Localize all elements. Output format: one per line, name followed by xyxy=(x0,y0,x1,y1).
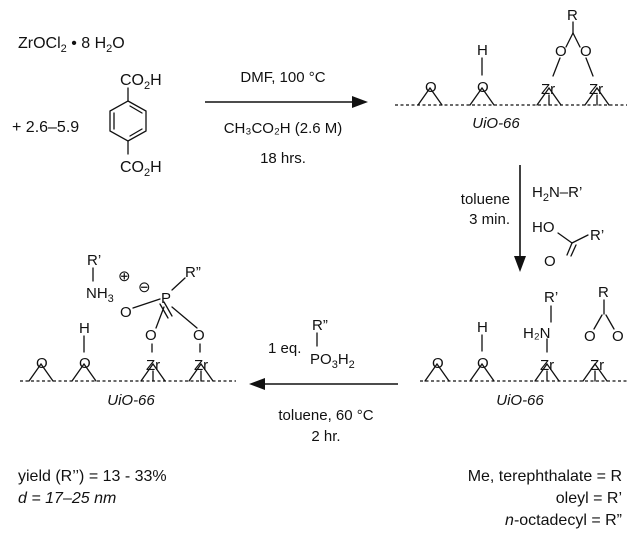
svg-text:Zr: Zr xyxy=(146,357,160,374)
surface-1-structure: O O H Zr Zr O O R xyxy=(395,7,627,106)
svg-text:R’: R’ xyxy=(590,227,604,244)
linker-equivalents: + 2.6–5.9 xyxy=(12,119,79,136)
svg-text:H: H xyxy=(79,320,90,337)
svg-text:O: O xyxy=(36,355,48,372)
svg-text:HO: HO xyxy=(532,219,555,236)
step1-acid: CH₃CO₂H (2.6 M) xyxy=(224,120,343,137)
step3-time: 2 hr. xyxy=(311,428,340,445)
svg-text:O: O xyxy=(432,355,444,372)
svg-text:O: O xyxy=(145,327,157,344)
svg-text:H: H xyxy=(477,42,488,59)
surface-2-label: UiO-66 xyxy=(496,392,544,409)
legend-r: Me, terephthalate = R xyxy=(468,468,622,485)
step2-solvent: toluene xyxy=(461,191,510,208)
svg-text:O: O xyxy=(477,79,489,96)
diameter-text: d = 17–25 nm xyxy=(18,490,116,507)
svg-text:R’: R’ xyxy=(544,289,558,306)
svg-text:H₂N: H₂N xyxy=(523,325,551,342)
svg-text:CO2H: CO2H xyxy=(120,159,162,179)
yield-text: yield (R’’) = 13 - 33% xyxy=(18,468,167,485)
svg-text:O: O xyxy=(193,327,205,344)
svg-text:O: O xyxy=(612,328,624,345)
step3-solvent: toluene, 60 °C xyxy=(278,407,373,424)
step1-time: 18 hrs. xyxy=(260,150,306,167)
step2-arrow xyxy=(514,165,526,272)
svg-text:⊕: ⊕ xyxy=(118,268,131,285)
svg-text:Zr: Zr xyxy=(590,357,604,374)
svg-text:O: O xyxy=(120,304,132,321)
phosphonic-acid-reagent: R” PO3H2 xyxy=(310,317,355,371)
surface-2-structure: O O H Zr H₂N R’ Zr O O R xyxy=(420,284,627,382)
svg-text:R: R xyxy=(567,7,578,24)
svg-text:PO3H2: PO3H2 xyxy=(310,351,355,371)
svg-text:Zr: Zr xyxy=(541,81,555,98)
legend-r1: oleyl = R’ xyxy=(556,490,622,507)
svg-text:O: O xyxy=(584,328,596,345)
svg-text:O: O xyxy=(425,79,437,96)
carboxylic-acid-reagent: HO R’ O xyxy=(532,219,604,270)
surface-3-label: UiO-66 xyxy=(107,392,155,409)
svg-text:P: P xyxy=(161,290,171,307)
surface-1-label: UiO-66 xyxy=(472,115,520,132)
amine-reagent: H2N–R’ xyxy=(532,184,582,204)
svg-text:O: O xyxy=(79,355,91,372)
svg-text:ZrOCl2 • 8 H2O: ZrOCl2 • 8 H2O xyxy=(18,35,125,55)
svg-text:CO2H: CO2H xyxy=(120,72,162,92)
svg-text:Zr: Zr xyxy=(194,357,208,374)
svg-text:O: O xyxy=(555,43,567,60)
step1-solvent: DMF, 100 °C xyxy=(240,69,325,86)
svg-text:R”: R” xyxy=(185,264,201,281)
svg-text:O: O xyxy=(544,253,556,270)
svg-text:Zr: Zr xyxy=(540,357,554,374)
svg-text:R”: R” xyxy=(312,317,328,334)
svg-text:H2N–R’: H2N–R’ xyxy=(532,184,582,204)
svg-text:O: O xyxy=(477,355,489,372)
svg-text:H: H xyxy=(477,319,488,336)
svg-text:O: O xyxy=(580,43,592,60)
svg-text:R: R xyxy=(598,284,609,301)
step3-equiv: 1 eq. xyxy=(268,340,301,357)
svg-text:R’: R’ xyxy=(87,252,101,269)
step1-arrow xyxy=(205,96,368,108)
terephthalic-acid-structure: CO2H CO2H xyxy=(109,72,162,179)
step2-time: 3 min. xyxy=(469,211,510,228)
svg-text:Zr: Zr xyxy=(589,81,603,98)
zirconium-salt: ZrOCl2 • 8 H2O xyxy=(18,35,125,55)
svg-text:NH3: NH3 xyxy=(86,285,114,305)
svg-text:⊖: ⊖ xyxy=(138,279,151,296)
surface-3-structure: O O H Zr Zr O O P R” O ⊖ R’ NH3 ⊕ xyxy=(20,252,236,382)
step3-arrow xyxy=(249,378,398,390)
legend-r2: n-octadecyl = R” xyxy=(505,512,622,529)
